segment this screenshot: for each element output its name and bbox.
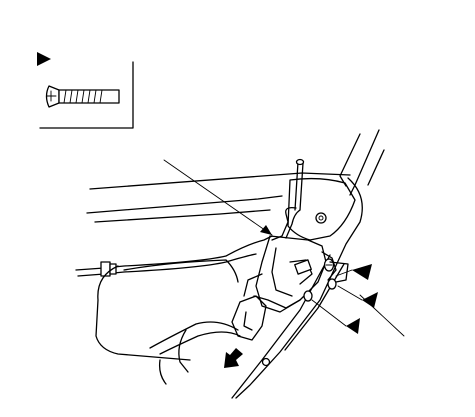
legend-triangle-icon [37, 52, 51, 66]
door-lock-assembly [231, 235, 349, 341]
door-cables [75, 235, 273, 355]
removal-direction-arrow-icon [224, 348, 243, 368]
door-frame [86, 129, 385, 399]
screw-legend [37, 52, 134, 129]
callout-triangle-icon [352, 264, 372, 280]
inner-cover [95, 259, 239, 385]
screw-icon [45, 85, 120, 108]
lock-rod [271, 158, 305, 241]
callout-triangle-icon [362, 292, 378, 308]
callout-triangle-icon [346, 318, 360, 334]
legend-box-frame [39, 61, 134, 129]
panel-hole [261, 357, 271, 367]
callout-markers [346, 264, 378, 334]
leader-lines [163, 159, 405, 337]
